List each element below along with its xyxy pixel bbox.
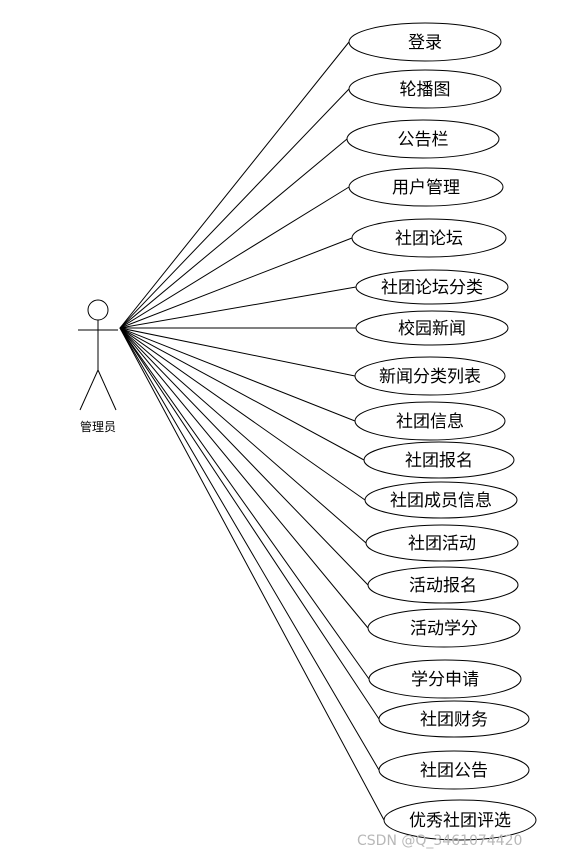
- use-case-label: 社团活动: [408, 534, 476, 554]
- association-line: [119, 286, 357, 329]
- association-line: [119, 186, 350, 329]
- actor-head: [87, 299, 109, 321]
- use-case-label: 公告栏: [398, 130, 449, 150]
- use-case-label: 轮播图: [400, 80, 451, 100]
- association-line: [119, 327, 367, 544]
- association-line: [119, 327, 370, 680]
- association-line: [119, 327, 380, 720]
- use-case: 登录: [348, 22, 502, 62]
- association-line: [119, 237, 353, 329]
- use-case-ellipse: [355, 269, 509, 305]
- association-line: [119, 327, 356, 422]
- use-case-label: 社团成员信息: [390, 491, 492, 511]
- actor-left-leg: [79, 369, 99, 411]
- use-case: 轮播图: [348, 69, 502, 109]
- use-case-ellipse: [367, 566, 519, 604]
- use-case: 活动报名: [367, 566, 519, 604]
- association-line: [119, 327, 366, 501]
- association-line: [119, 327, 380, 771]
- use-case-label: 社团论坛: [395, 229, 463, 249]
- use-case-ellipse: [378, 750, 530, 790]
- use-case-ellipse: [363, 441, 515, 479]
- use-case-label: 校园新闻: [398, 319, 466, 339]
- association-lines: [119, 41, 385, 821]
- use-case: 用户管理: [348, 167, 504, 207]
- association-line: [119, 327, 356, 377]
- use-case-label: 新闻分类列表: [379, 367, 481, 387]
- use-case-ellipse: [354, 401, 506, 441]
- association-line: [119, 88, 350, 329]
- actor-administrator: 管理员: [78, 299, 118, 434]
- association-line: [119, 327, 369, 586]
- use-case-ellipse: [367, 608, 521, 648]
- use-case-ellipse: [348, 22, 502, 62]
- use-case: 新闻分类列表: [354, 356, 506, 396]
- association-line: [119, 327, 365, 461]
- use-cases: 登录轮播图公告栏用户管理社团论坛社团论坛分类校园新闻新闻分类列表社团信息社团报名…: [346, 22, 537, 841]
- use-case-ellipse: [355, 310, 509, 346]
- use-case-label: 活动学分: [410, 619, 478, 639]
- use-case: 社团报名: [363, 441, 515, 479]
- use-case: 社团财务: [378, 700, 530, 738]
- use-case-label: 学分申请: [411, 670, 479, 690]
- use-case: 社团公告: [378, 750, 530, 790]
- use-case-label: 用户管理: [392, 178, 460, 198]
- use-case: 社团活动: [365, 524, 519, 562]
- actor-right-leg: [97, 369, 117, 411]
- association-line: [119, 327, 385, 821]
- association-line: [119, 138, 348, 329]
- use-case: 社团论坛分类: [355, 269, 509, 305]
- use-case: 社团信息: [354, 401, 506, 441]
- use-case-label: 优秀社团评选: [409, 811, 511, 831]
- use-case-ellipse: [351, 218, 507, 258]
- use-case-label: 社团财务: [420, 710, 488, 730]
- use-case-ellipse: [346, 119, 500, 159]
- use-case: 校园新闻: [355, 310, 509, 346]
- use-case: 优秀社团评选: [383, 799, 537, 841]
- actor-label: 管理员: [80, 419, 116, 434]
- use-case-ellipse: [364, 481, 518, 519]
- use-case-label: 社团论坛分类: [381, 278, 483, 298]
- use-case-ellipse: [365, 524, 519, 562]
- use-case: 学分申请: [368, 659, 522, 699]
- use-case-label: 社团信息: [396, 412, 464, 432]
- use-case-label: 社团报名: [405, 451, 473, 471]
- use-case-ellipse: [348, 69, 502, 109]
- use-case-ellipse: [378, 700, 530, 738]
- use-case-label: 活动报名: [409, 576, 477, 596]
- use-case: 社团论坛: [351, 218, 507, 258]
- watermark: CSDN @Q_3461074420: [357, 833, 523, 849]
- use-case-ellipse: [348, 167, 504, 207]
- use-case: 社团成员信息: [364, 481, 518, 519]
- use-case-label: 社团公告: [420, 761, 488, 781]
- association-line: [119, 327, 369, 629]
- use-case: 活动学分: [367, 608, 521, 648]
- use-case-ellipse: [383, 799, 537, 841]
- use-case: 公告栏: [346, 119, 500, 159]
- use-case-ellipse: [368, 659, 522, 699]
- use-case-label: 登录: [408, 33, 442, 53]
- association-line: [119, 41, 350, 329]
- use-case-ellipse: [354, 356, 506, 396]
